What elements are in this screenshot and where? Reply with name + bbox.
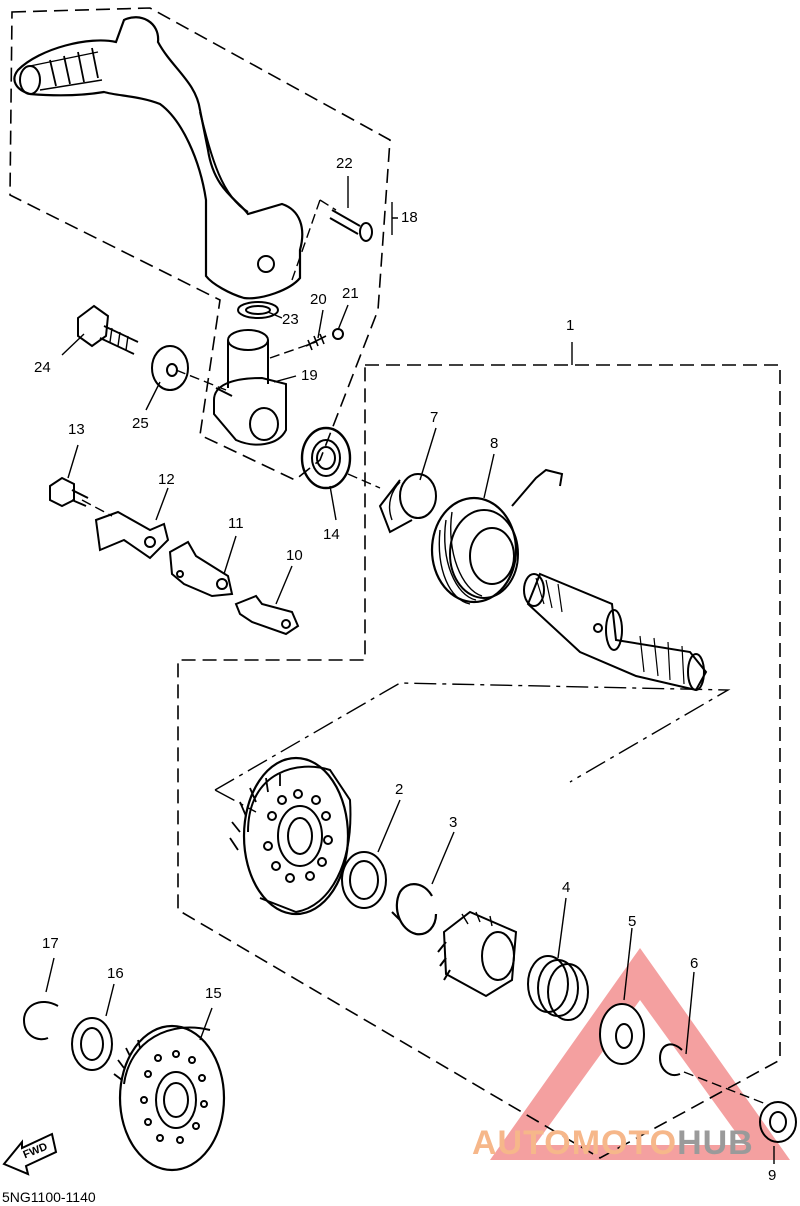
callout-23: 23	[282, 311, 299, 328]
washer-part-23	[237, 301, 279, 319]
callout-2: 2	[395, 781, 404, 798]
circlip-part-17	[22, 1001, 59, 1041]
bolt-part-22	[329, 209, 373, 242]
kick-boss-part-19	[213, 329, 287, 446]
callout-24: 24	[34, 359, 51, 376]
washer-part-16	[71, 1017, 113, 1071]
washer-part-2	[341, 851, 387, 909]
watermark-text: AUTOMOTOHUB	[472, 1124, 754, 1163]
watermark-part1: AUTOMOTO	[472, 1124, 678, 1162]
callout-12: 12	[158, 471, 175, 488]
callout-7: 7	[430, 409, 439, 426]
callout-22: 22	[336, 155, 353, 172]
callout-19: 19	[301, 367, 318, 384]
callout-10: 10	[286, 547, 303, 564]
group-boundary-18	[9, 7, 391, 481]
plate-part-12	[94, 510, 170, 560]
ratchet	[437, 910, 518, 998]
spring-part-4	[527, 955, 589, 1021]
callout-11: 11	[228, 515, 244, 532]
callout-15: 15	[205, 985, 222, 1002]
callout-4: 4	[562, 879, 571, 896]
kick-gear-part-2-assembly	[229, 756, 352, 916]
callout-13: 13	[68, 421, 85, 438]
callout-17: 17	[42, 935, 59, 952]
watermark-logo	[490, 948, 790, 1160]
callout-14: 14	[323, 526, 340, 543]
watermark-part2: HUB	[677, 1124, 754, 1162]
kick-axle	[523, 572, 708, 692]
ball-part-21	[332, 328, 344, 340]
bolt-part-24	[77, 304, 139, 355]
callout-9: 9	[768, 1167, 777, 1184]
oil-seal-part-14	[300, 426, 352, 490]
circlip-part-6	[658, 1043, 683, 1076]
diagram-code: 5NG1100-1140	[2, 1189, 96, 1205]
circlip-part-3	[391, 883, 438, 936]
spring-guide-part-7	[378, 473, 437, 534]
callout-1: 1	[566, 317, 575, 334]
leader-lines	[45, 176, 775, 1164]
callout-20: 20	[310, 291, 327, 308]
kick-lever-part-18	[13, 16, 304, 300]
washer-part-5	[599, 1003, 645, 1065]
washer-part-9	[759, 1101, 797, 1143]
exploded-axis-frame	[214, 682, 731, 813]
spring-part-20	[305, 333, 327, 351]
bolt-part-13	[49, 476, 89, 508]
group-boundary-1	[177, 364, 781, 1159]
callout-6: 6	[690, 955, 699, 972]
idle-gear-part-15	[113, 1024, 226, 1172]
torsion-spring-part-8	[430, 468, 564, 605]
callout-16: 16	[107, 965, 124, 982]
callout-3: 3	[449, 814, 458, 831]
fwd-arrow-icon	[2, 1132, 58, 1176]
callout-8: 8	[490, 435, 499, 452]
stopper-part-11	[168, 540, 234, 598]
callout-21: 21	[342, 285, 359, 302]
callout-5: 5	[628, 913, 637, 930]
guide-part-10	[234, 594, 300, 636]
callout-25: 25	[132, 415, 149, 432]
washer-part-25	[151, 345, 189, 391]
callout-18: 18	[401, 209, 418, 226]
